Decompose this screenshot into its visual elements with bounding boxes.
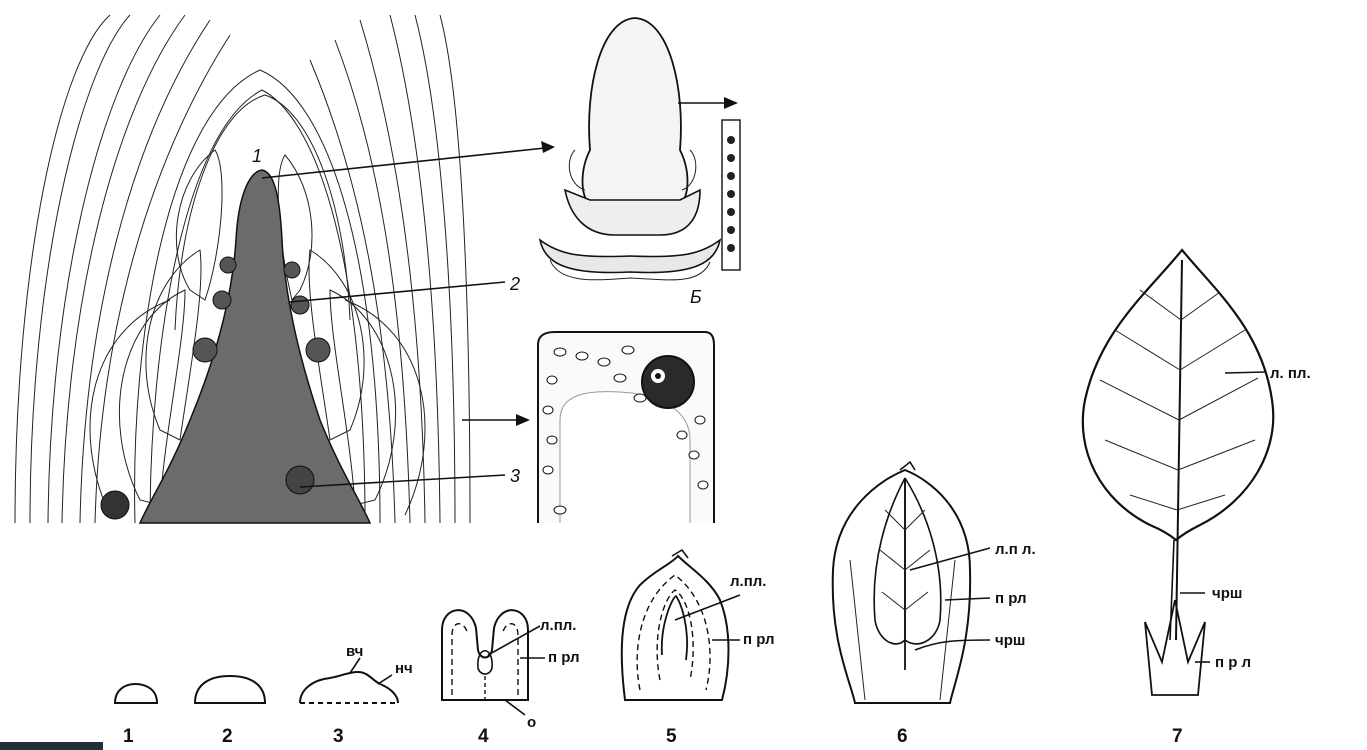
stage-1-drawing [115,684,157,703]
callout-3: 3 [510,466,520,486]
callout-2: 2 [509,274,520,294]
stage-number-3: 3 [333,726,344,747]
stage-3-drawing [300,658,398,703]
label-nch: нч [395,660,413,677]
corner-strip [0,742,103,750]
label-vch: вч [346,643,363,660]
apex-surface-view: Б [540,18,740,307]
label-lpl-6: л.п л. [995,541,1036,558]
stage-number-4: 4 [478,726,489,747]
growth-cone [101,170,370,523]
label-chrsh-6: чрш [995,632,1025,649]
stage-number-7: 7 [1172,726,1183,747]
label-prl-4: п рл [548,649,580,666]
stage-5-drawing [622,550,740,700]
label-prl-6: п рл [995,590,1027,607]
label-chrsh-7: чрш [1212,585,1242,602]
stage-numbers: 1 2 3 4 5 6 7 [123,726,1183,747]
stage-number-2: 2 [222,726,233,747]
enlarged-cell [538,332,714,523]
shoot-apex-section: 1 2 3 [15,15,555,523]
stage-number-6: 6 [897,726,908,747]
label-lpl-5: л.пл. [730,573,766,590]
label-o: о [527,714,536,731]
stage-6-drawing [833,462,990,703]
panel-b-label: Б [690,287,702,307]
label-prl-5: п рл [743,631,775,648]
label-lpl-7: л. пл. [1270,365,1311,382]
stage-2-drawing [195,676,265,703]
label-lpl-4: л.пл. [540,617,576,634]
stage-4-drawing [442,610,545,715]
label-prl-7: п р л [1215,654,1251,671]
stage-number-5: 5 [666,726,677,747]
callout-1: 1 [252,146,262,166]
stage-7-drawing [1083,250,1273,695]
stage-number-1: 1 [123,726,134,747]
